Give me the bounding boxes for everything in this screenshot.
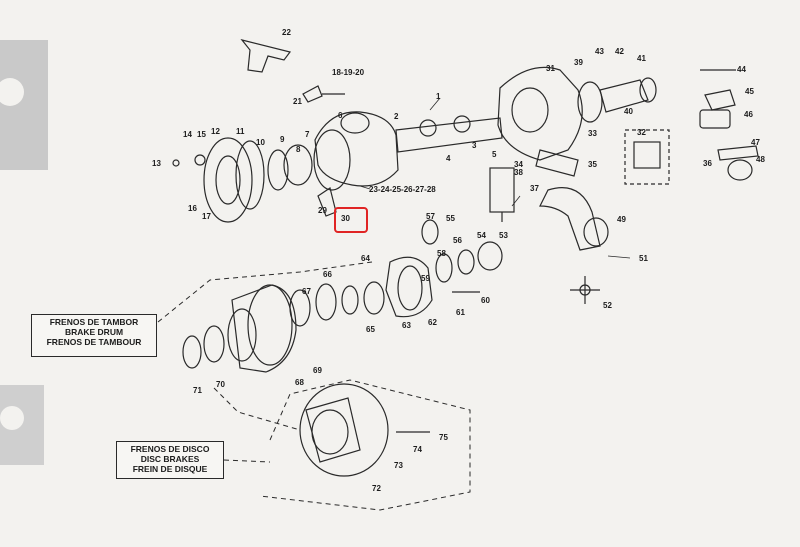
- part-label: 51: [639, 254, 648, 263]
- part-label: 37: [530, 184, 539, 193]
- part-label: 60: [481, 296, 490, 305]
- part-label: 68: [295, 378, 304, 387]
- part-label: 74: [413, 445, 422, 454]
- part-label: 4: [446, 154, 451, 163]
- part-label: 41: [637, 54, 646, 63]
- part-label: 29: [318, 206, 327, 215]
- part-label: 12: [211, 127, 220, 136]
- part-label: 48: [756, 155, 765, 164]
- caption-line: FRENOS DE TAMBOR: [49, 317, 139, 327]
- part-label: 3: [472, 141, 477, 150]
- part-label: 43: [595, 47, 604, 56]
- part-label: 2: [394, 112, 399, 121]
- part-label: 54: [477, 231, 486, 240]
- part-label: 44: [737, 65, 746, 74]
- caption-line: FRENOS DE DISCO: [130, 444, 210, 454]
- part-label: 16: [188, 204, 197, 213]
- part-label: 72: [372, 484, 381, 493]
- part-label: 8: [296, 145, 301, 154]
- part-label: 55: [446, 214, 455, 223]
- part-label: 70: [216, 380, 225, 389]
- part-label: 59: [421, 274, 430, 283]
- part-label: 38: [514, 168, 523, 177]
- part-label: 17: [202, 212, 211, 221]
- part-label: 1: [436, 92, 441, 101]
- part-label: 23-24-25-26-27-28: [369, 185, 436, 194]
- caption-line: FREIN DE DISQUE: [132, 464, 208, 474]
- part-label: 9: [280, 135, 285, 144]
- part-label: 65: [366, 325, 375, 334]
- part-label: 67: [302, 287, 311, 296]
- part-label: 36: [703, 159, 712, 168]
- part-label: 7: [305, 130, 310, 139]
- highlight-box: [334, 207, 368, 233]
- part-label: 49: [617, 215, 626, 224]
- part-label: 57: [426, 212, 435, 221]
- part-label: 5: [492, 150, 497, 159]
- part-label: 31: [546, 64, 555, 73]
- caption-line: FRENOS DE TAMBOUR: [46, 337, 142, 347]
- axle-assembly: [157, 38, 759, 511]
- part-label: 15: [197, 130, 206, 139]
- part-label: 66: [323, 270, 332, 279]
- part-label: 73: [394, 461, 403, 470]
- drum-brake-caption: FRENOS DE TAMBOR BRAKE DRUM FRENOS DE TA…: [31, 314, 157, 357]
- part-label: 32: [637, 128, 646, 137]
- part-label: 61: [456, 308, 465, 317]
- part-label: 42: [615, 47, 624, 56]
- part-label-highlighted: 30: [341, 214, 350, 223]
- part-label: 46: [744, 110, 753, 119]
- part-label: 71: [193, 386, 202, 395]
- part-label: 53: [499, 231, 508, 240]
- disc-brake-caption: FRENOS DE DISCO DISC BRAKES FREIN DE DIS…: [116, 441, 224, 479]
- part-label: 34: [514, 160, 523, 169]
- part-label: 64: [361, 254, 370, 263]
- caption-line: BRAKE DRUM: [64, 327, 124, 337]
- part-label: 62: [428, 318, 437, 327]
- part-label: 47: [751, 138, 760, 147]
- part-label: 58: [437, 249, 446, 258]
- part-label: 45: [745, 87, 754, 96]
- part-label: 52: [603, 301, 612, 310]
- part-label: 13: [152, 159, 161, 168]
- part-label: 35: [588, 160, 597, 169]
- part-label: 22: [282, 28, 291, 37]
- part-label: 14: [183, 130, 192, 139]
- caption-line: DISC BRAKES: [140, 454, 200, 464]
- part-label: 40: [624, 107, 633, 116]
- part-label: 11: [236, 127, 245, 136]
- part-label: 39: [574, 58, 583, 67]
- part-label: 63: [402, 321, 411, 330]
- part-label: 69: [313, 366, 322, 375]
- part-label: 6: [338, 111, 343, 120]
- part-label: 21: [293, 97, 302, 106]
- part-label: 18-19-20: [332, 68, 365, 77]
- part-label: 33: [588, 129, 597, 138]
- part-label: 56: [453, 236, 462, 245]
- part-label: 10: [256, 138, 265, 147]
- part-label: 75: [439, 433, 448, 442]
